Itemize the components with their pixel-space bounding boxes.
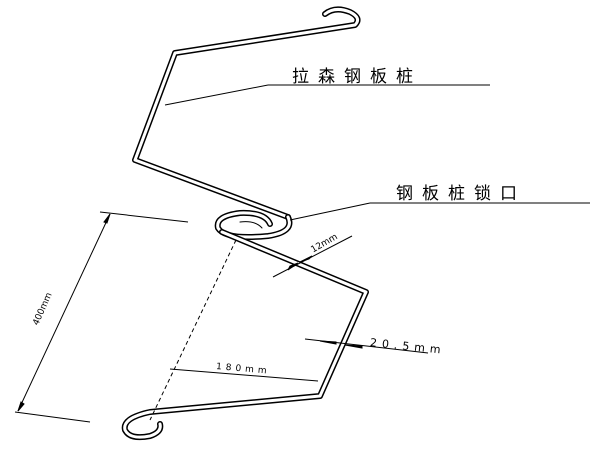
sheet-pile-label: 拉森钢板桩 [292, 67, 422, 87]
center-dashed-line [149, 239, 237, 421]
pile-leader-line [164, 84, 269, 106]
lower-sheet-pile [121, 229, 369, 441]
dimension-400mm [14, 211, 189, 423]
upper-sheet-pile [132, 6, 361, 220]
pile-lock [214, 209, 293, 240]
dimension-12mm [272, 235, 353, 278]
dimension-180mm [169, 368, 319, 382]
pile-lock-label: 钢板桩锁口 [396, 184, 526, 204]
dimension-20-5mm [304, 338, 429, 354]
lock-leader-line [289, 202, 371, 221]
